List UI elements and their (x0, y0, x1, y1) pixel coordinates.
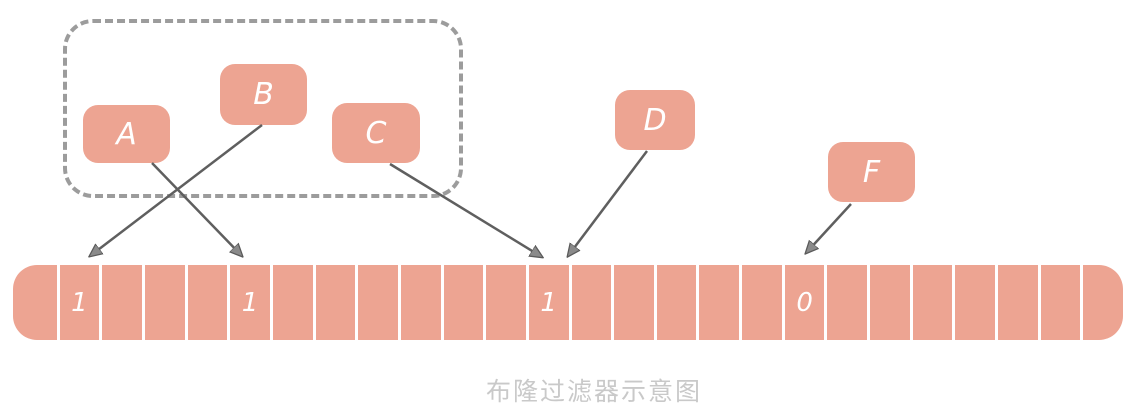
bit-cell-14 (614, 265, 657, 340)
arrow-f-to-cell18 (806, 203, 852, 253)
diagram-caption: 布隆过滤器示意图 (485, 377, 702, 406)
key-node-b: B (220, 64, 307, 125)
bit-cell-24 (1041, 265, 1084, 340)
bit-cell-22 (955, 265, 999, 340)
bit-array: 1 1 1 0 (13, 265, 1123, 340)
arrow-d-to-cell12 (568, 150, 648, 256)
key-node-f-label: F (862, 154, 881, 190)
bit-cell-13 (572, 265, 615, 340)
key-node-d: D (615, 90, 695, 150)
bit-cell-23 (998, 265, 1041, 340)
bit-cell-2 (102, 265, 145, 340)
key-node-a: A (83, 105, 170, 163)
bit-cell-12: 1 (529, 265, 572, 340)
bit-cell-19 (827, 265, 871, 340)
bit-cell-6 (273, 265, 316, 340)
bit-cell-1: 1 (60, 265, 103, 340)
bit-cell-3 (145, 265, 188, 340)
key-node-b-label: B (253, 77, 274, 112)
key-node-c: C (332, 103, 420, 163)
key-node-f: F (828, 142, 915, 202)
key-node-d-label: D (643, 102, 667, 138)
bit-cell-20 (870, 265, 913, 340)
bit-cell-21 (913, 265, 956, 340)
bit-cell-5: 1 (230, 265, 273, 340)
bit-cell-11 (486, 265, 529, 340)
bit-cell-18: 0 (785, 265, 828, 340)
bit-cell-16 (699, 265, 743, 340)
key-set-group-outline (63, 19, 463, 198)
bit-cell-10 (444, 265, 487, 340)
bit-cell-7 (316, 265, 359, 340)
bit-cell-15 (657, 265, 700, 340)
key-node-c-label: C (365, 115, 387, 151)
bit-cell-9 (401, 265, 444, 340)
bit-cell-25 (1083, 265, 1123, 340)
bit-cell-0 (13, 265, 60, 340)
bit-cell-8 (358, 265, 401, 340)
bit-cell-4 (188, 265, 231, 340)
bit-cell-17 (742, 265, 785, 340)
key-node-a-label: A (116, 116, 137, 152)
